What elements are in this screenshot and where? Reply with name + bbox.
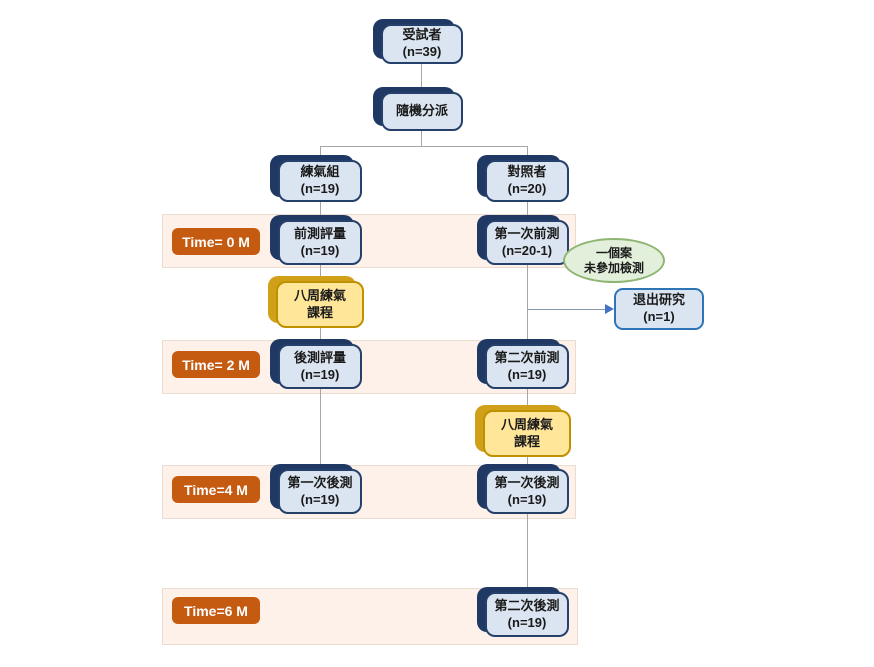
node-second-posttest-right: 第二次後測 (n=19) — [477, 587, 569, 637]
node-first-posttest-left-count: (n=19) — [300, 491, 340, 507]
connector-left-1 — [320, 202, 321, 221]
node-withdraw-title: 退出研究 — [632, 292, 685, 308]
time-chip-4m: Time=4 M — [172, 476, 260, 503]
dropout-note-oval: 一個案 未參加檢測 — [563, 238, 665, 283]
connector-right-4 — [527, 457, 528, 470]
connector-randomize-branch — [421, 131, 422, 147]
connector-branch-right — [527, 146, 528, 161]
connector-right-3 — [527, 389, 528, 410]
node-second-posttest-right-title: 第二次後測 — [494, 597, 560, 613]
node-course-right: 八周練氣 課程 — [475, 405, 571, 457]
connector-left-3 — [320, 328, 321, 345]
node-withdraw-count: (n=1) — [643, 309, 675, 324]
node-group-right-title: 對照者 — [507, 164, 547, 180]
node-second-pretest-right-title: 第二次前測 — [494, 349, 560, 365]
node-first-posttest-right: 第一次後測 (n=19) — [477, 464, 569, 514]
connector-branch-horizontal — [320, 146, 528, 147]
time-chip-6m: Time=6 M — [172, 597, 260, 624]
connector-right-1 — [527, 202, 528, 221]
connector-subjects-randomize — [421, 64, 422, 92]
node-group-left-title: 練氣組 — [300, 164, 340, 180]
node-course-left-line2: 課程 — [306, 304, 333, 320]
node-posttest-left-title: 後測評量 — [293, 349, 346, 365]
node-second-posttest-right-count: (n=19) — [507, 614, 547, 630]
node-second-pretest-right: 第二次前測 (n=19) — [477, 339, 569, 389]
dropout-note-line1: 一個案 — [595, 245, 632, 260]
time-chip-0m: Time= 0 M — [172, 228, 260, 255]
node-subjects: 受試者 (n=39) — [373, 19, 463, 64]
node-second-pretest-right-count: (n=19) — [507, 366, 547, 382]
node-group-right-count: (n=20) — [507, 181, 547, 196]
node-course-right-line2: 課程 — [513, 433, 540, 449]
node-first-posttest-left: 第一次後測 (n=19) — [270, 464, 362, 514]
node-withdraw: 退出研究 (n=1) — [614, 288, 704, 330]
node-first-pretest-right-title: 第一次前測 — [494, 225, 560, 241]
node-pretest-left-count: (n=19) — [300, 242, 340, 258]
withdraw-arrow-line — [527, 309, 606, 310]
node-pretest-left-title: 前測評量 — [293, 225, 346, 241]
node-subjects-title: 受試者 — [402, 27, 442, 43]
node-group-left-count: (n=19) — [300, 181, 340, 196]
node-group-left: 練氣組 (n=19) — [270, 155, 362, 202]
node-course-left: 八周練氣 課程 — [268, 276, 364, 328]
connector-right-2 — [527, 265, 528, 345]
time-chip-2m: Time= 2 M — [172, 351, 260, 378]
node-course-right-line1: 八周練氣 — [500, 416, 553, 432]
connector-left-4 — [320, 389, 321, 470]
node-randomize-title: 隨機分派 — [395, 103, 448, 119]
node-group-right: 對照者 (n=20) — [477, 155, 569, 202]
node-randomize: 隨機分派 — [373, 87, 463, 131]
node-posttest-left-count: (n=19) — [300, 366, 340, 382]
node-first-posttest-right-count: (n=19) — [507, 491, 547, 507]
connector-left-2 — [320, 265, 321, 281]
dropout-note-line2: 未參加檢測 — [583, 260, 644, 275]
node-first-posttest-right-title: 第一次後測 — [494, 474, 560, 490]
node-subjects-count: (n=39) — [402, 44, 442, 59]
node-course-left-line1: 八周練氣 — [293, 287, 346, 303]
node-first-posttest-left-title: 第一次後測 — [287, 474, 353, 490]
connector-right-5 — [527, 514, 528, 593]
node-first-pretest-right-count: (n=20-1) — [501, 242, 553, 258]
withdraw-arrow-head-icon — [605, 304, 614, 314]
node-posttest-left: 後測評量 (n=19) — [270, 339, 362, 389]
node-first-pretest-right: 第一次前測 (n=20-1) — [477, 215, 569, 265]
connector-branch-left — [320, 146, 321, 161]
node-pretest-left: 前測評量 (n=19) — [270, 215, 362, 265]
